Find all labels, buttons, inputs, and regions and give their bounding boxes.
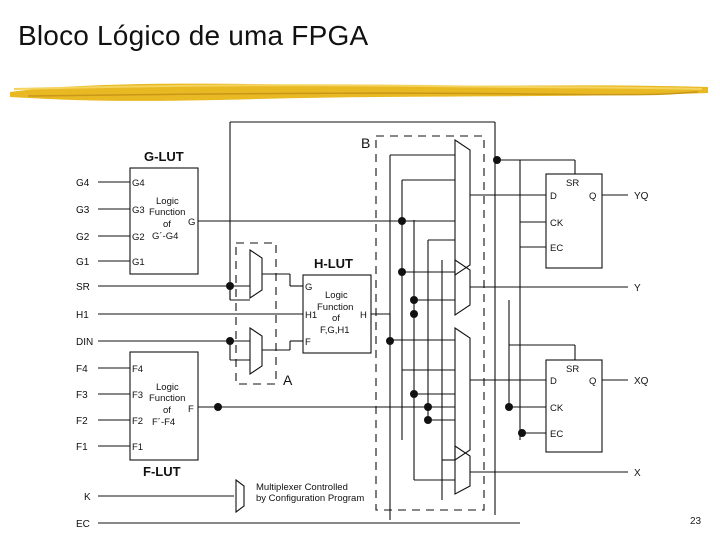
input-label: EC (76, 519, 90, 530)
g-lut-function-text: Logic (156, 196, 179, 207)
mux-group-a-label: A (283, 372, 293, 388)
ff-bottom-pin: CK (550, 403, 564, 414)
h-lut-function-text: Logic (325, 290, 348, 301)
h-lut-title: H-LUT (314, 256, 353, 271)
input-label: F1 (76, 442, 88, 453)
output-label: X (634, 468, 641, 479)
f-lut-pin: F1 (132, 442, 143, 453)
ff-bottom-pin: EC (550, 429, 563, 440)
junction-dots (214, 156, 526, 437)
g-lut-function-text: G´-G4 (152, 231, 178, 242)
f-lut-output-label: F (188, 404, 194, 415)
output-label: Y (634, 283, 641, 294)
h-lut-function-text: F,G,H1 (320, 325, 350, 336)
g-lut-function-text: of (163, 219, 171, 230)
f-lut-function-text: Logic (156, 382, 179, 393)
input-label: K (84, 492, 91, 503)
h-lut-pin: G (305, 282, 312, 293)
slide-title: Bloco Lógico de uma FPGA (18, 20, 369, 51)
g-lut-pin: G4 (132, 178, 145, 189)
f-lut-pin: F4 (132, 364, 143, 375)
h-lut-function-text: of (332, 313, 340, 324)
g-lut-title: G-LUT (144, 149, 184, 164)
h-lut-pin: H1 (305, 310, 317, 321)
f-lut-function-text: Function (149, 393, 185, 404)
ff-top-pin: Q (589, 191, 596, 202)
input-label: DIN (76, 337, 93, 348)
f-lut-pin: F2 (132, 416, 143, 427)
g-lut-pin: G1 (132, 257, 145, 268)
f-lut-pin: F3 (132, 390, 143, 401)
input-label: SR (76, 282, 90, 293)
g-lut-pin: G2 (132, 232, 145, 243)
ff-top-pin: SR (566, 178, 579, 189)
f-lut-function-text: F´-F4 (152, 417, 175, 428)
input-label: F2 (76, 416, 88, 427)
ff-bottom-pin: Q (589, 376, 596, 387)
input-label: G4 (76, 178, 90, 189)
input-label: G3 (76, 205, 90, 216)
output-label: YQ (634, 191, 649, 202)
output-label: XQ (634, 376, 649, 387)
ff-top-pin: D (550, 191, 557, 202)
g-lut-pin: G3 (132, 205, 145, 216)
f-lut-function-text: of (163, 405, 171, 416)
h-lut-function-text: Function (317, 302, 353, 313)
input-label: H1 (76, 310, 89, 321)
legend-text: Multiplexer Controlled (256, 482, 348, 493)
page-number: 23 (690, 516, 702, 527)
ff-bottom-pin: SR (566, 364, 579, 375)
h-lut-output-label: H (360, 310, 367, 321)
input-label: F3 (76, 390, 88, 401)
input-label: G2 (76, 232, 90, 243)
g-lut-function-text: Function (149, 207, 185, 218)
h-lut-pin: F (305, 337, 311, 348)
input-label: G1 (76, 257, 90, 268)
legend-text: by Configuration Program (256, 493, 364, 504)
title-underline-brush (10, 83, 708, 101)
f-lut-title: F-LUT (143, 464, 181, 479)
g-lut-output-label: G (188, 217, 195, 228)
ff-top-pin: EC (550, 243, 563, 254)
ff-top-pin: CK (550, 218, 564, 229)
ff-bottom-pin: D (550, 376, 557, 387)
mux-group-b-label: B (361, 135, 370, 151)
input-label: F4 (76, 364, 88, 375)
